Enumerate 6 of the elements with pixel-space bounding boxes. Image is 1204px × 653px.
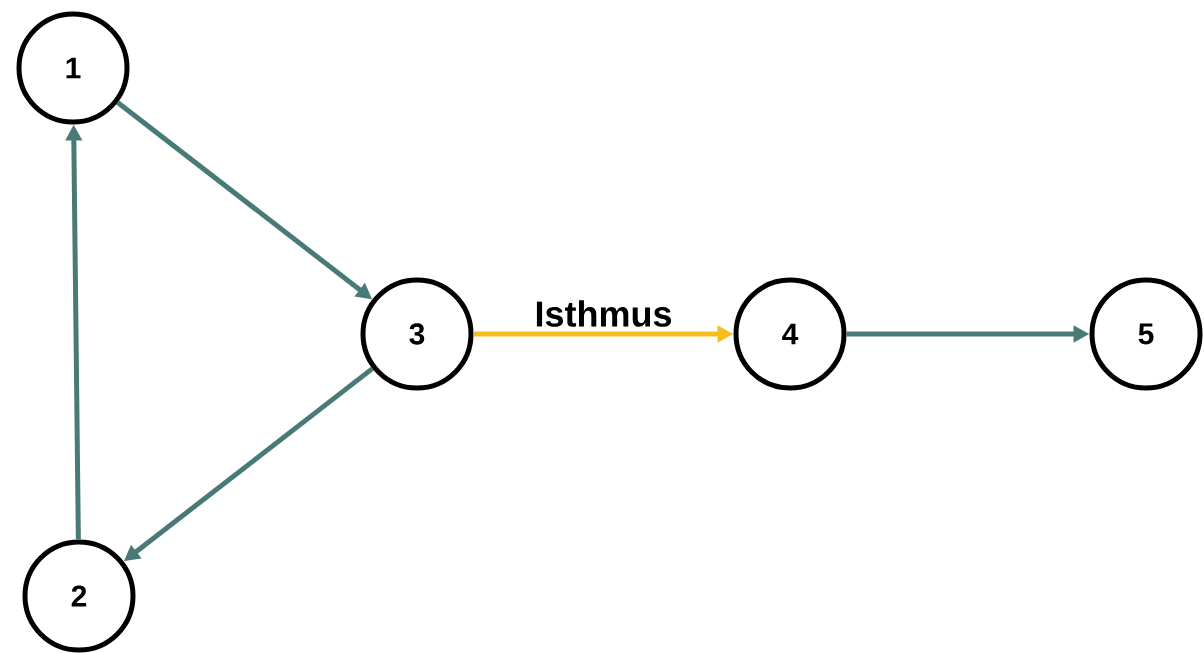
circle-node: 2 <box>22 539 136 653</box>
circle-node: 5 <box>1089 277 1203 391</box>
edge-label: Isthmus <box>533 299 674 328</box>
circle-node: 3 <box>360 277 474 391</box>
circle-node: 4 <box>733 277 847 391</box>
circle-node: 1 <box>16 11 130 125</box>
